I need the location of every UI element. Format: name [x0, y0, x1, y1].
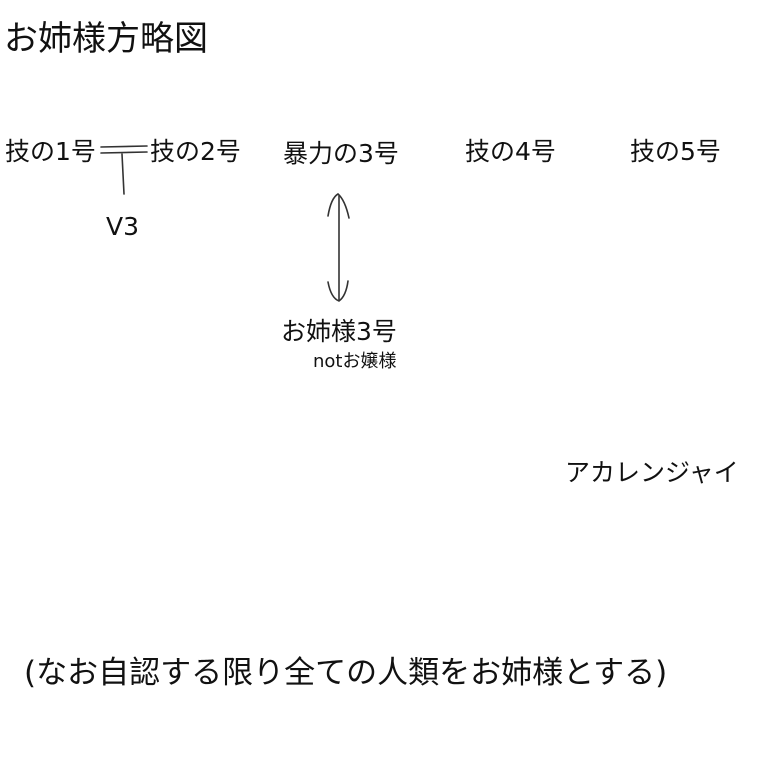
node-oneesama-3: お姉様3号: [281, 317, 397, 346]
node-waza-1: 技の1号: [5, 137, 96, 166]
node-waza-2: 技の2号: [150, 137, 241, 166]
node-oneesama-3-note: notお嬢様: [313, 351, 397, 372]
node-v3: V3: [106, 212, 140, 241]
arrow-head-up: [327, 193, 350, 219]
node-bouryoku-3: 暴力の3号: [283, 139, 399, 168]
node-akarenjai: アカレンジャイ: [565, 458, 739, 487]
node-waza-5: 技の5号: [630, 137, 721, 166]
link-1-2-top: [100, 145, 148, 148]
arrow-head-down: [327, 280, 349, 302]
footnote: (なお自認する限り全ての人類をお姉様とする): [24, 655, 668, 691]
node-waza-4: 技の4号: [465, 137, 556, 166]
link-v3: [121, 153, 125, 195]
page-title: お姉様方略図: [4, 19, 208, 59]
link-1-2-bottom: [100, 151, 148, 154]
